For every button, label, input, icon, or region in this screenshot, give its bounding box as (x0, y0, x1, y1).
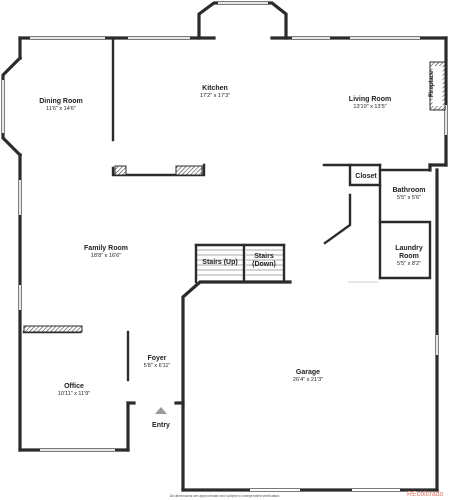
room-name: Office (64, 383, 84, 390)
stairs-label: (Down) (252, 261, 276, 269)
room-garage: Garage 26'4" x 21'3" (293, 369, 323, 383)
room-dims: 17'2" x 17'3" (199, 93, 231, 100)
room-foyer: Foyer 5'8" x 6'11" (144, 355, 171, 369)
room-name: Kitchen (202, 85, 228, 92)
room-dims: 5'8" x 6'11" (143, 363, 171, 370)
room-name: Closet (355, 173, 377, 180)
hatched-fixtures (23, 61, 446, 333)
room-bathroom: Bathroom 5'5" x 5'6" (392, 187, 425, 201)
room-dims: 5'5" x 5'6" (396, 195, 422, 202)
room-kitchen: Kitchen 17'2" x 17'3" (200, 85, 230, 99)
room-name: Dining Room (39, 98, 83, 105)
room-dims: 5'5" x 8'2" (396, 261, 422, 268)
entry-label: Entry (152, 422, 170, 430)
room-dims: 10'11" x 11'9" (57, 391, 91, 398)
room-living-room: Living Room 13'10" x 13'5" (349, 96, 391, 110)
entry-arrow-icon (155, 407, 167, 414)
room-dims: 11'6" x 14'6" (46, 106, 76, 113)
room-dims: 26'4" x 21'3" (292, 377, 324, 384)
room-office: Office 10'11" x 11'9" (58, 383, 90, 397)
room-name: Garage (295, 369, 321, 376)
room-name: Room (399, 253, 419, 261)
stairs-label: Stairs (Up) (202, 259, 238, 266)
stairs-down-label: Stairs (Down) (252, 253, 276, 269)
room-name: Laundry (395, 245, 423, 252)
room-closet: Closet (355, 173, 376, 181)
window-lines (2, 2, 447, 451)
disclaimer: All dimensions are approximate and subje… (169, 494, 281, 498)
stair-treads (197, 249, 283, 276)
room-name: Living Room (348, 96, 392, 103)
brand-watermark: REcolorado (407, 491, 444, 498)
room-laundry-room: Laundry Room 5'5" x 8'2" (395, 245, 423, 267)
entry-text: Entry (152, 422, 170, 429)
room-dims: 13'10" x 13'5" (353, 104, 387, 111)
fireplace-label: Fireplace (429, 70, 436, 98)
room-dims: 18'8" x 16'6" (90, 253, 122, 260)
room-name: Family Room (84, 245, 128, 252)
interior-walls (22, 36, 432, 382)
room-dining-room: Dining Room 11'6" x 14'6" (39, 98, 83, 112)
stairs-label: Stairs (254, 253, 274, 260)
stairs-up-label: Stairs (Up) (202, 259, 237, 267)
room-name: Foyer (147, 355, 167, 362)
room-family-room: Family Room 18'8" x 16'6" (84, 245, 128, 259)
room-name: Bathroom (392, 187, 426, 194)
